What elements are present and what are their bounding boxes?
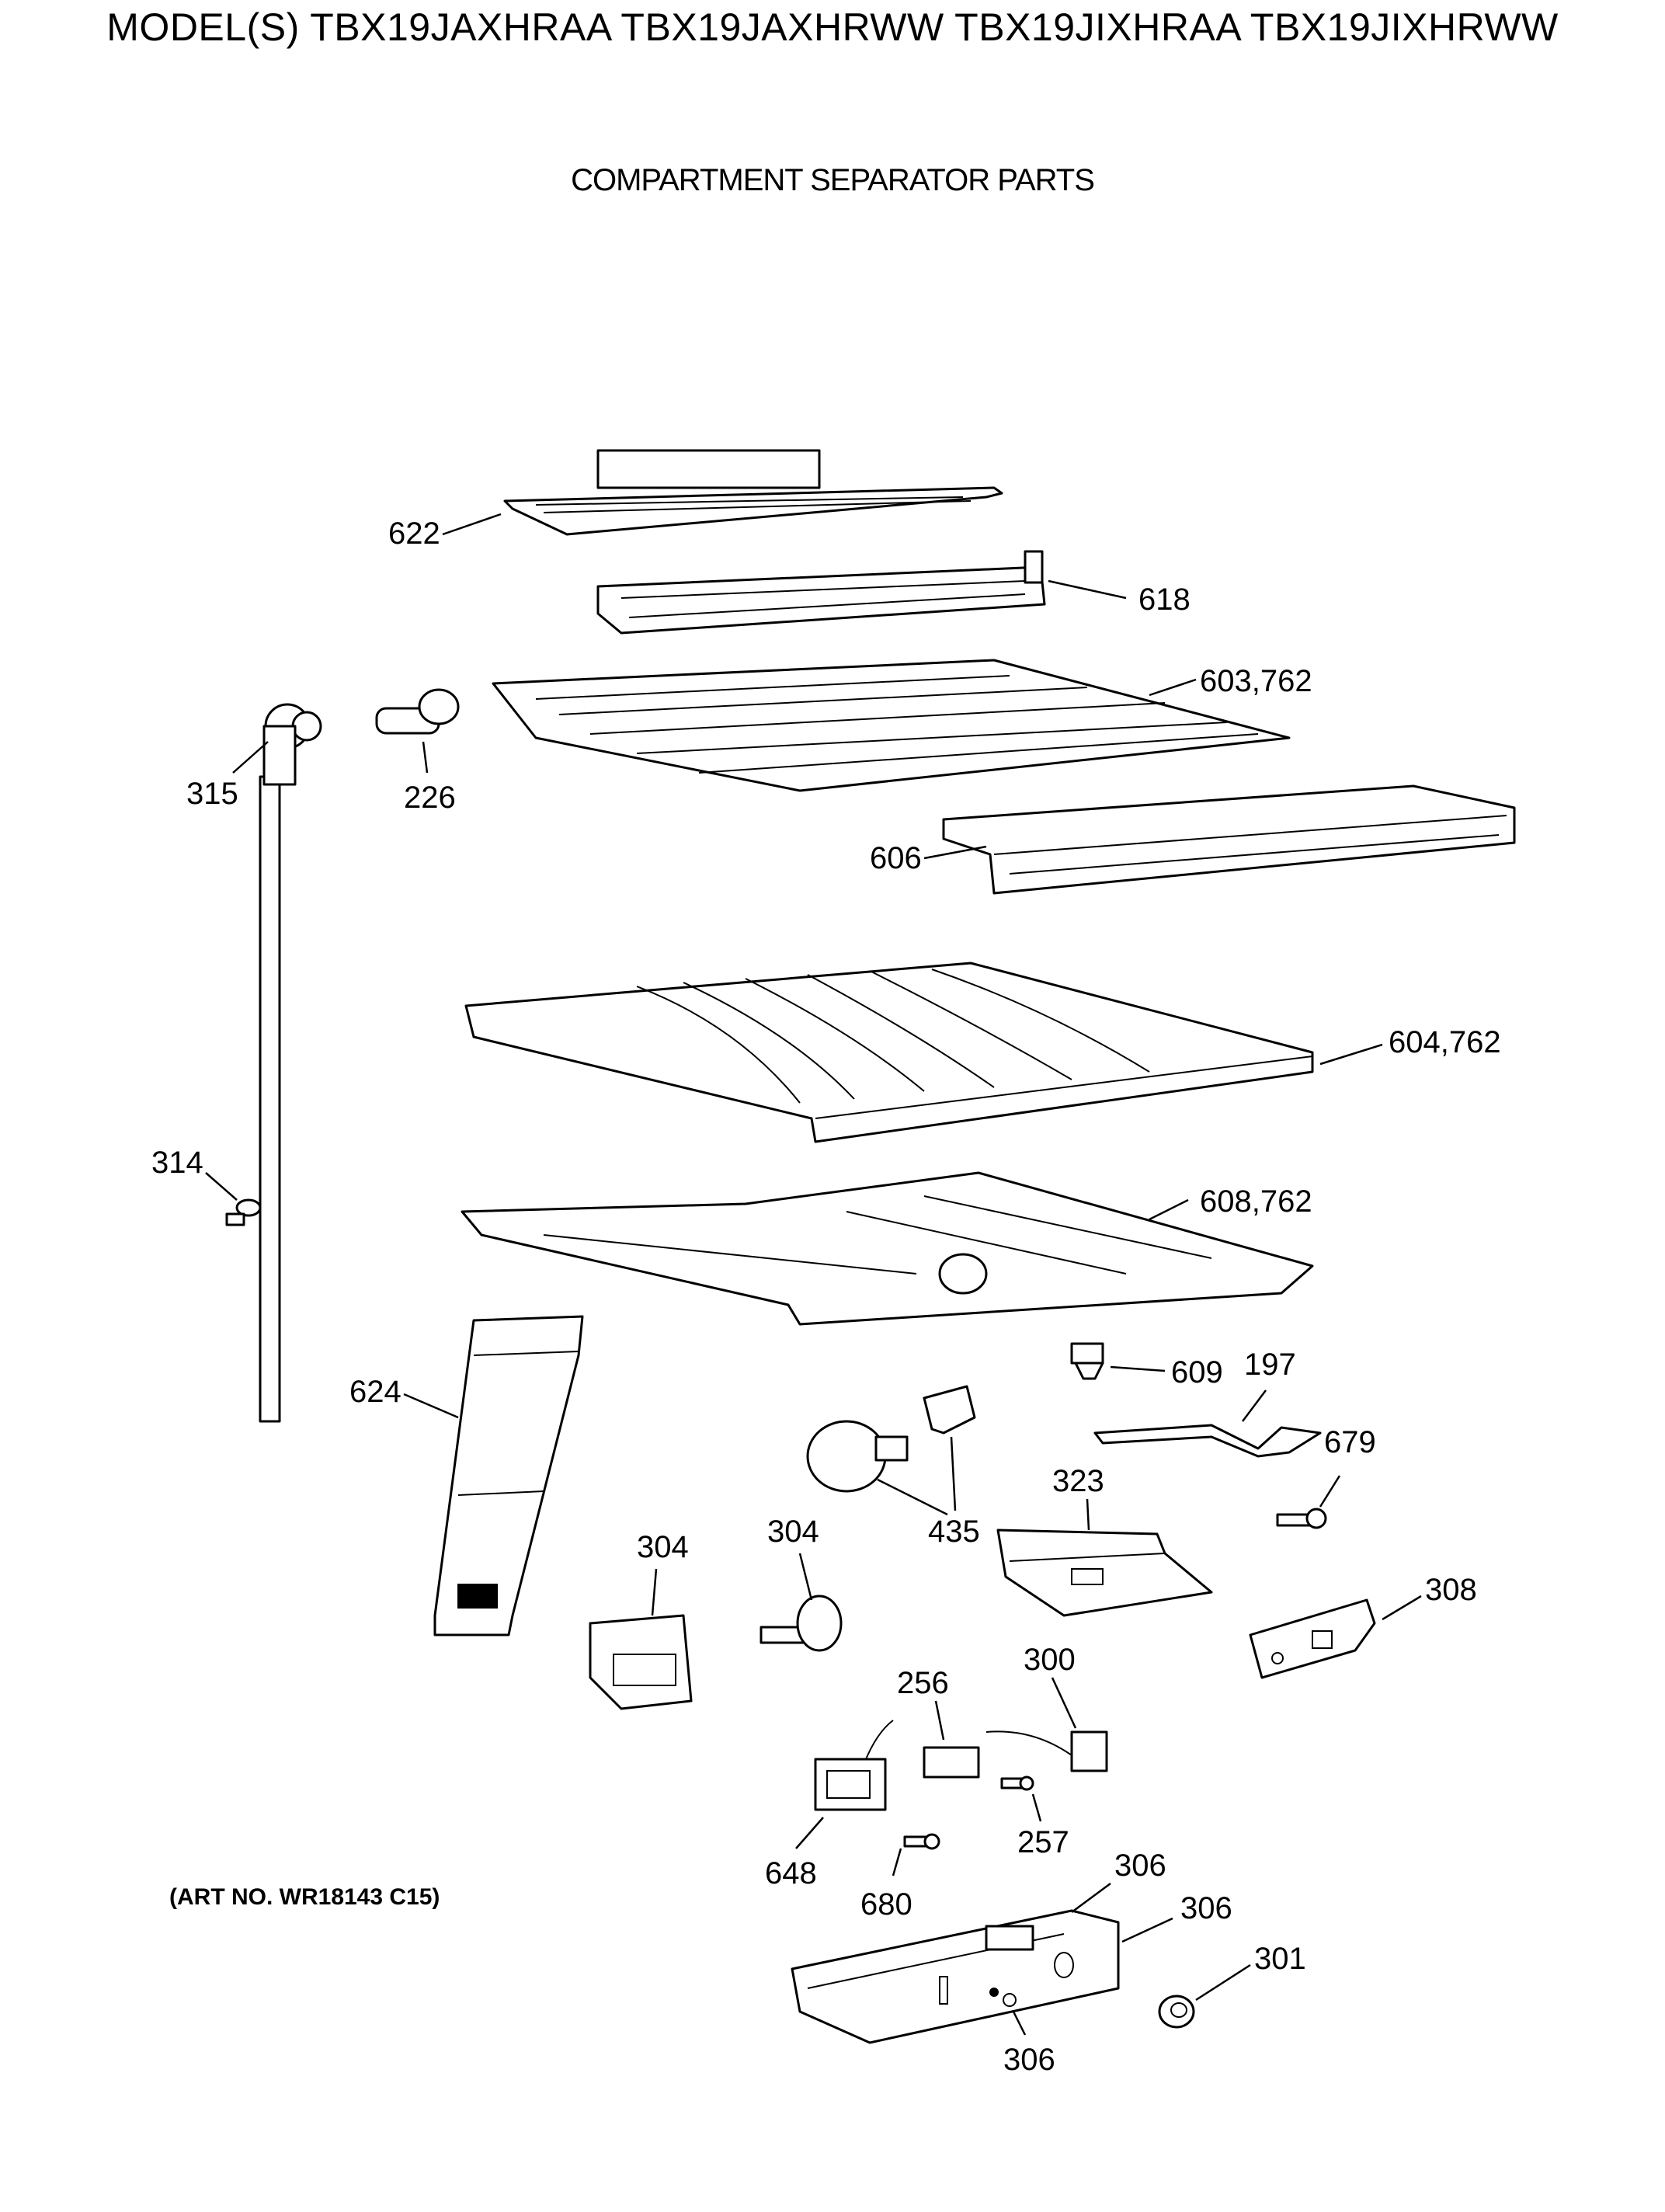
- callout-618: 618: [1138, 583, 1191, 617]
- part-622-cover: [503, 449, 1003, 536]
- callout-306-top: 306: [1114, 1849, 1166, 1883]
- callout-301: 301: [1254, 1942, 1306, 1976]
- callout-609: 609: [1171, 1355, 1223, 1389]
- callout-624: 624: [349, 1375, 401, 1409]
- callout-323: 323: [1052, 1464, 1104, 1498]
- part-606-cover: [942, 784, 1516, 895]
- callout-435: 435: [928, 1515, 980, 1549]
- art-number: (ART NO. WR18143 C15): [169, 1884, 440, 1910]
- part-256-switch: [923, 1746, 980, 1779]
- part-624-support: [433, 1315, 584, 1636]
- part-648-motor: [814, 1720, 894, 1811]
- callout-314: 314: [151, 1146, 203, 1180]
- part-226-pin: [375, 688, 460, 735]
- part-618-bracket: [596, 550, 1046, 635]
- callout-256: 256: [897, 1666, 949, 1700]
- part-304-housing: [589, 1614, 693, 1710]
- callout-679: 679: [1324, 1425, 1376, 1459]
- callout-606: 606: [870, 841, 922, 875]
- callout-306-bottom: 306: [1003, 2043, 1055, 2077]
- callout-622: 622: [388, 516, 440, 551]
- part-301-knob: [1158, 1995, 1195, 2029]
- part-608-separator: [461, 1171, 1314, 1326]
- callout-604: 604,762: [1389, 1025, 1501, 1059]
- callout-315: 315: [186, 777, 238, 811]
- callout-308: 308: [1425, 1573, 1477, 1607]
- callout-304-right: 304: [767, 1515, 819, 1549]
- part-197-strap: [1093, 1424, 1322, 1458]
- callout-257: 257: [1017, 1825, 1069, 1859]
- part-300-thermostat: [985, 1730, 1108, 1772]
- part-304-knob: [760, 1595, 843, 1652]
- callout-680: 680: [860, 1887, 912, 1922]
- part-609-plug: [1070, 1342, 1104, 1380]
- part-257-screw: [1000, 1776, 1034, 1791]
- callout-226: 226: [404, 781, 456, 815]
- part-435-lamp: [806, 1385, 976, 1493]
- callout-300: 300: [1024, 1643, 1076, 1677]
- part-308-bracket: [1249, 1598, 1376, 1679]
- part-680-screw: [903, 1833, 940, 1850]
- part-306-control-housing: [791, 1909, 1120, 2044]
- callout-306-right: 306: [1180, 1891, 1232, 1925]
- model-title: MODEL(S) TBX19JAXHRAA TBX19JAXHRWW TBX19…: [106, 5, 1559, 49]
- part-604-separator: [464, 962, 1314, 1143]
- callout-603: 603,762: [1200, 664, 1312, 698]
- callout-304-left: 304: [637, 1530, 689, 1564]
- section-title: COMPARTMENT SEPARATOR PARTS: [571, 163, 1095, 197]
- callout-608: 608,762: [1200, 1184, 1312, 1219]
- part-315-hinge-rod: [259, 703, 322, 1423]
- part-323-housing: [996, 1529, 1213, 1617]
- callout-648: 648: [765, 1856, 817, 1890]
- part-603-shelf: [492, 659, 1291, 792]
- callout-197: 197: [1244, 1348, 1296, 1382]
- part-679-screw: [1276, 1508, 1327, 1529]
- part-314-clip: [225, 1198, 262, 1226]
